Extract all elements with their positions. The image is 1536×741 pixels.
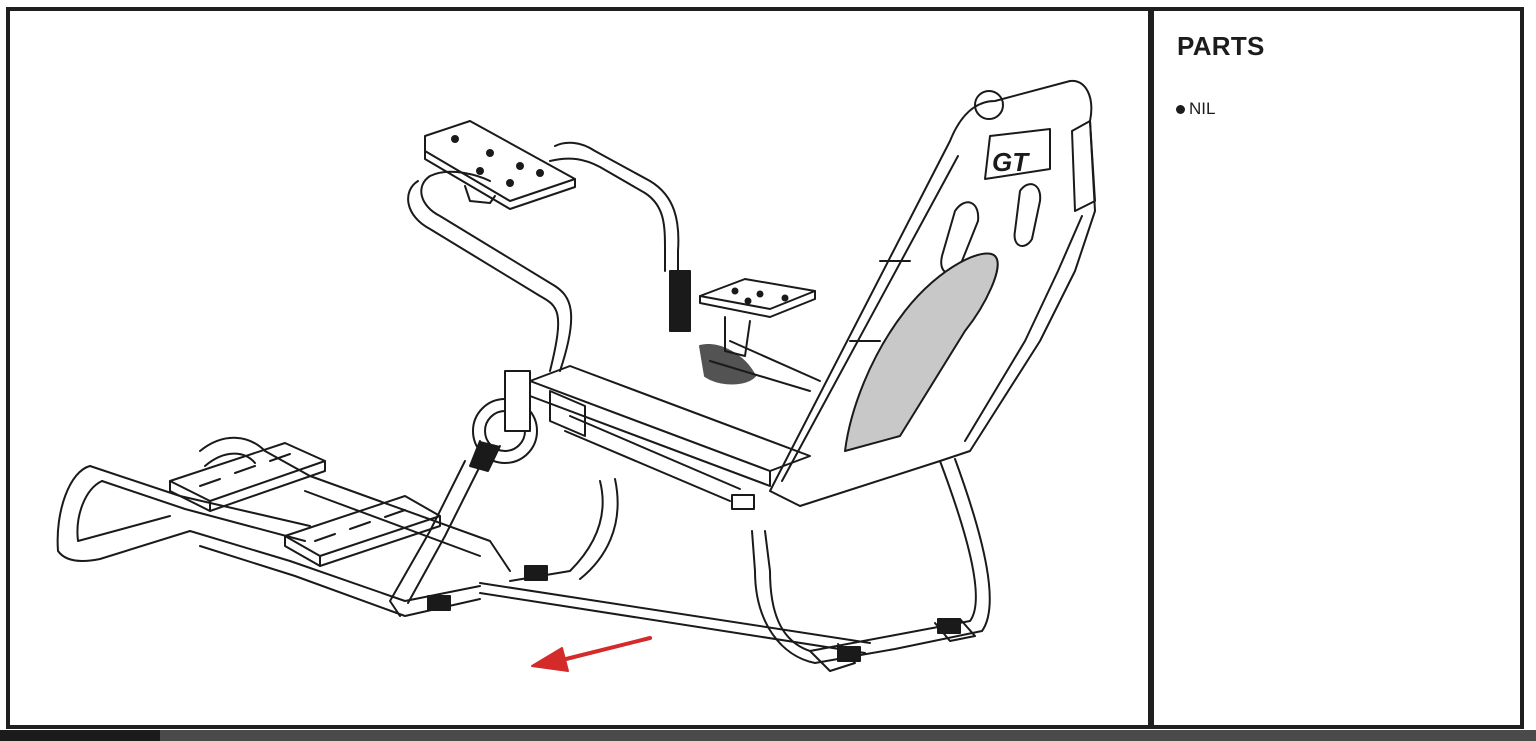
bottom-bar-segment (0, 730, 160, 741)
pedal-plate-rear (169, 442, 326, 512)
tilt-clamp (469, 270, 756, 472)
pedal-plate-front (284, 495, 441, 567)
seat-logo: GT (992, 147, 1030, 177)
base-rear-frame (751, 458, 991, 672)
shifter-mount-plate (699, 278, 816, 357)
seat-back-frame (769, 79, 1096, 507)
floor-crossbar (479, 582, 871, 654)
frame-tags (427, 494, 961, 662)
parts-panel: PARTS NIL (1154, 11, 1520, 726)
parts-title: PARTS (1177, 31, 1265, 61)
seat-fabric (844, 252, 999, 452)
parts-list-item: NIL (1176, 99, 1215, 119)
svg-text:GT: GT (992, 147, 1030, 177)
wheel-column-frame (407, 141, 680, 372)
cockpit-illustration: GT (10, 11, 1148, 726)
page-frame (6, 7, 1524, 729)
front-legs (389, 460, 619, 617)
wheel-mount-plate (424, 120, 576, 210)
bottom-bar (0, 730, 1536, 741)
panel-divider (1148, 7, 1154, 729)
parts-item-label: NIL (1189, 99, 1216, 118)
pedal-frame (56, 436, 511, 617)
direction-arrow-icon (531, 636, 652, 672)
bullet-icon (1176, 104, 1185, 114)
